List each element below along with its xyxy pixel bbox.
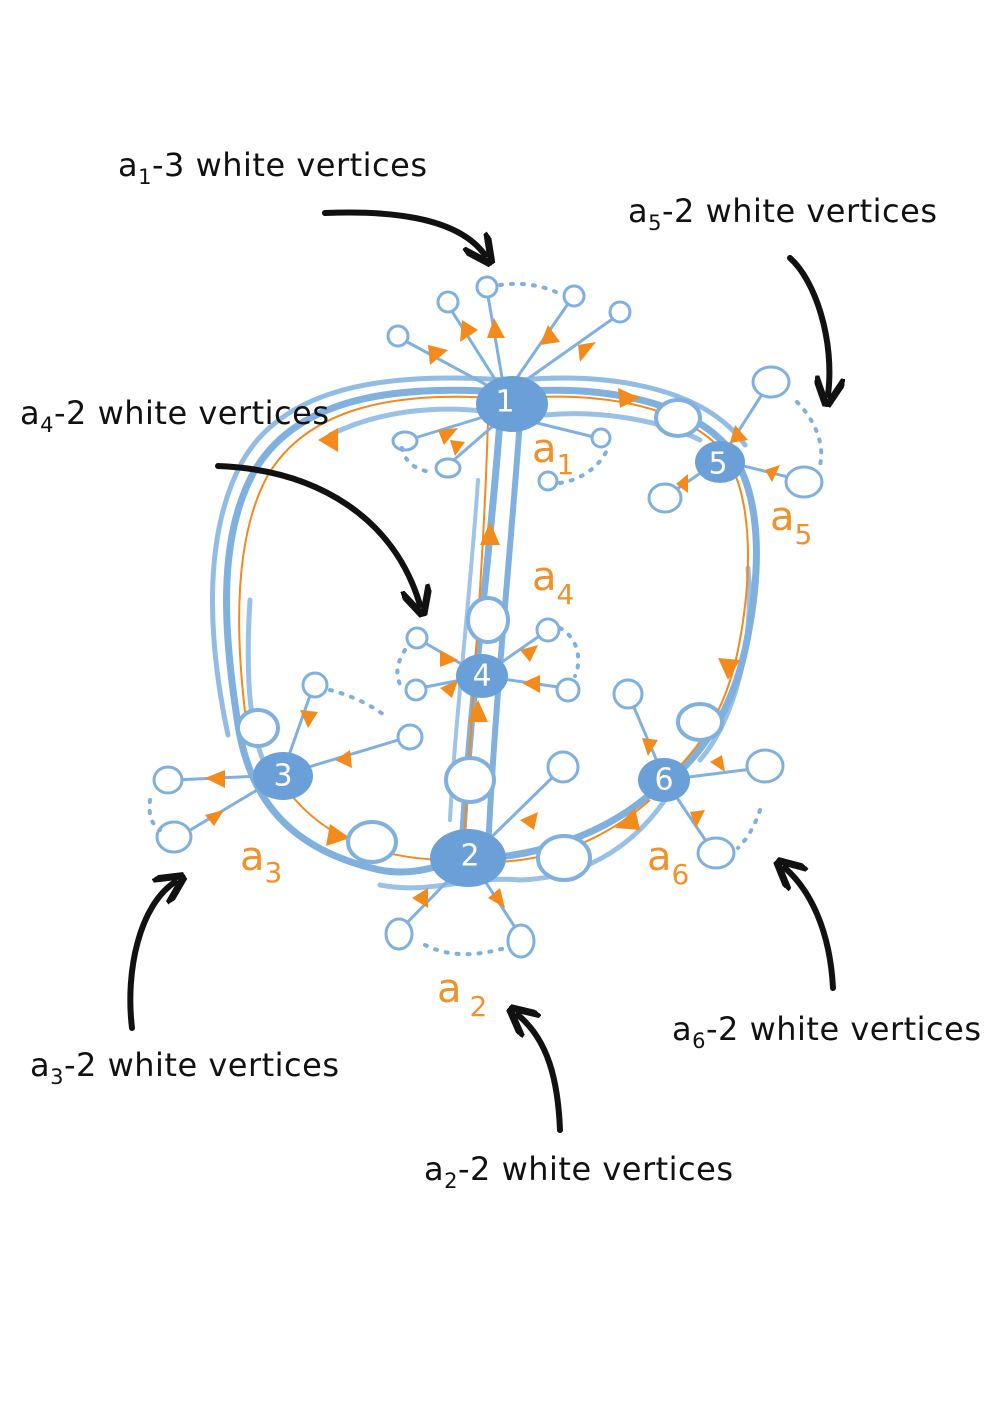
callout-arrow-a2: [518, 1015, 563, 1133]
callout-arrows: [127, 209, 836, 1133]
callout-a3: a3-2 white vertices: [30, 1046, 340, 1089]
vertex-5: 5: [695, 441, 745, 483]
callout-arrow-a3: [127, 882, 175, 1031]
region-label-a5: a5: [770, 494, 812, 551]
orange-edge-arrows: [318, 388, 740, 846]
vertex-1-label: 1: [495, 385, 514, 420]
vertex-6: 6: [638, 758, 690, 802]
callout-a4: a4-2 white vertices: [20, 394, 330, 437]
region-label-a1: a1: [532, 426, 574, 481]
callout-arrow-a1: [322, 209, 485, 255]
pendant-arrows: [205, 318, 780, 908]
vertex-4-label: 4: [472, 659, 491, 694]
vertex-2: 2: [430, 829, 506, 887]
vertex-3-label: 3: [273, 759, 292, 794]
callout-arrow-a6: [785, 868, 836, 991]
vertex-6-label: 6: [654, 763, 673, 798]
vertex-5-label: 5: [708, 447, 727, 482]
callout-a2: a2-2 white vertices: [424, 1150, 734, 1193]
callout-a1: a1-3 white vertices: [118, 146, 428, 189]
vertex-2-label: 2: [460, 839, 479, 874]
vertex-4: 4: [456, 654, 508, 698]
region-label-a6: a6: [647, 834, 689, 891]
callout-a5: a5-2 white vertices: [628, 192, 938, 235]
vertex-3: 3: [253, 752, 313, 800]
vertex-1: 1: [476, 376, 548, 432]
region-label-a4: a4: [532, 554, 574, 611]
callout-arrow-a4: [215, 463, 420, 605]
callout-arrow-a5: [787, 255, 829, 395]
dotted-arcs: [147, 281, 824, 957]
region-label-a3: a3: [240, 834, 282, 889]
white-vertices: [236, 398, 724, 882]
callout-a6: a6-2 white vertices: [672, 1010, 982, 1053]
